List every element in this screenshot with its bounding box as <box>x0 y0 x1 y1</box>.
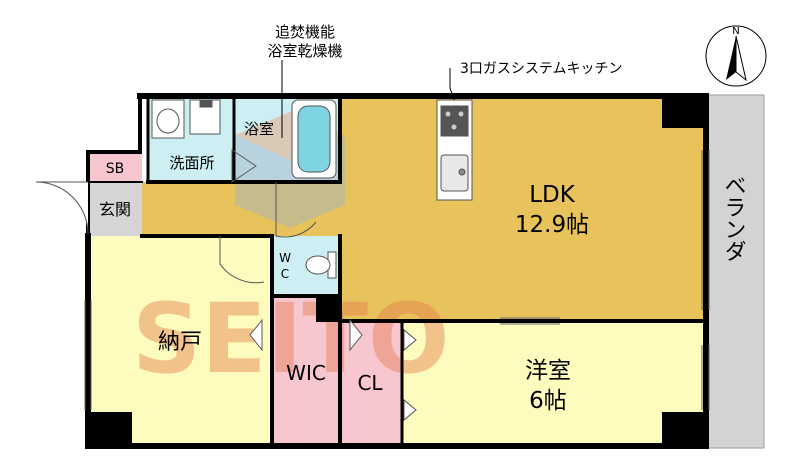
washbasin <box>151 99 221 139</box>
wic-label: WIC <box>286 361 326 385</box>
bath-features-line1: 追焚機能 <box>275 23 335 41</box>
compass: N <box>705 25 767 87</box>
kitchen-counter <box>436 99 473 201</box>
wc-label-w: W <box>279 251 291 265</box>
wc-label-c: C <box>281 267 289 281</box>
kitchen-annotation: 3口ガスシステムキッチン <box>460 61 623 77</box>
entrance-label: 玄関 <box>99 200 131 219</box>
washroom-label: 洗面所 <box>169 154 214 172</box>
leader-lines <box>281 60 455 138</box>
toilet <box>305 251 337 279</box>
compass-north: N <box>732 26 739 37</box>
western-label: 洋室 <box>525 358 571 384</box>
balcony <box>705 94 765 449</box>
closet-label: CL <box>357 371 383 395</box>
doors <box>35 149 417 422</box>
watermark-text: SEITO <box>132 283 450 395</box>
western-size: 6帖 <box>529 388 567 414</box>
watermark: SEITO <box>132 112 450 395</box>
bath-label: 浴室 <box>244 120 274 138</box>
hallway <box>140 182 342 236</box>
balcony-label: ベランダ <box>721 174 746 262</box>
storage-room <box>90 236 272 446</box>
bath-features-line2: 浴室乾燥機 <box>267 42 342 60</box>
bathtub <box>291 99 337 179</box>
windows <box>84 150 710 410</box>
storage-label: 納戸 <box>158 330 202 355</box>
ldk-size: 12.9帖 <box>515 212 589 238</box>
ldk-label: LDK <box>529 182 576 208</box>
entrance-floor <box>88 182 142 236</box>
shoebox-label: SB <box>106 161 125 177</box>
shoebox <box>88 152 142 182</box>
pillars <box>88 96 706 446</box>
western-room <box>402 321 706 446</box>
ldk-room <box>340 96 706 321</box>
